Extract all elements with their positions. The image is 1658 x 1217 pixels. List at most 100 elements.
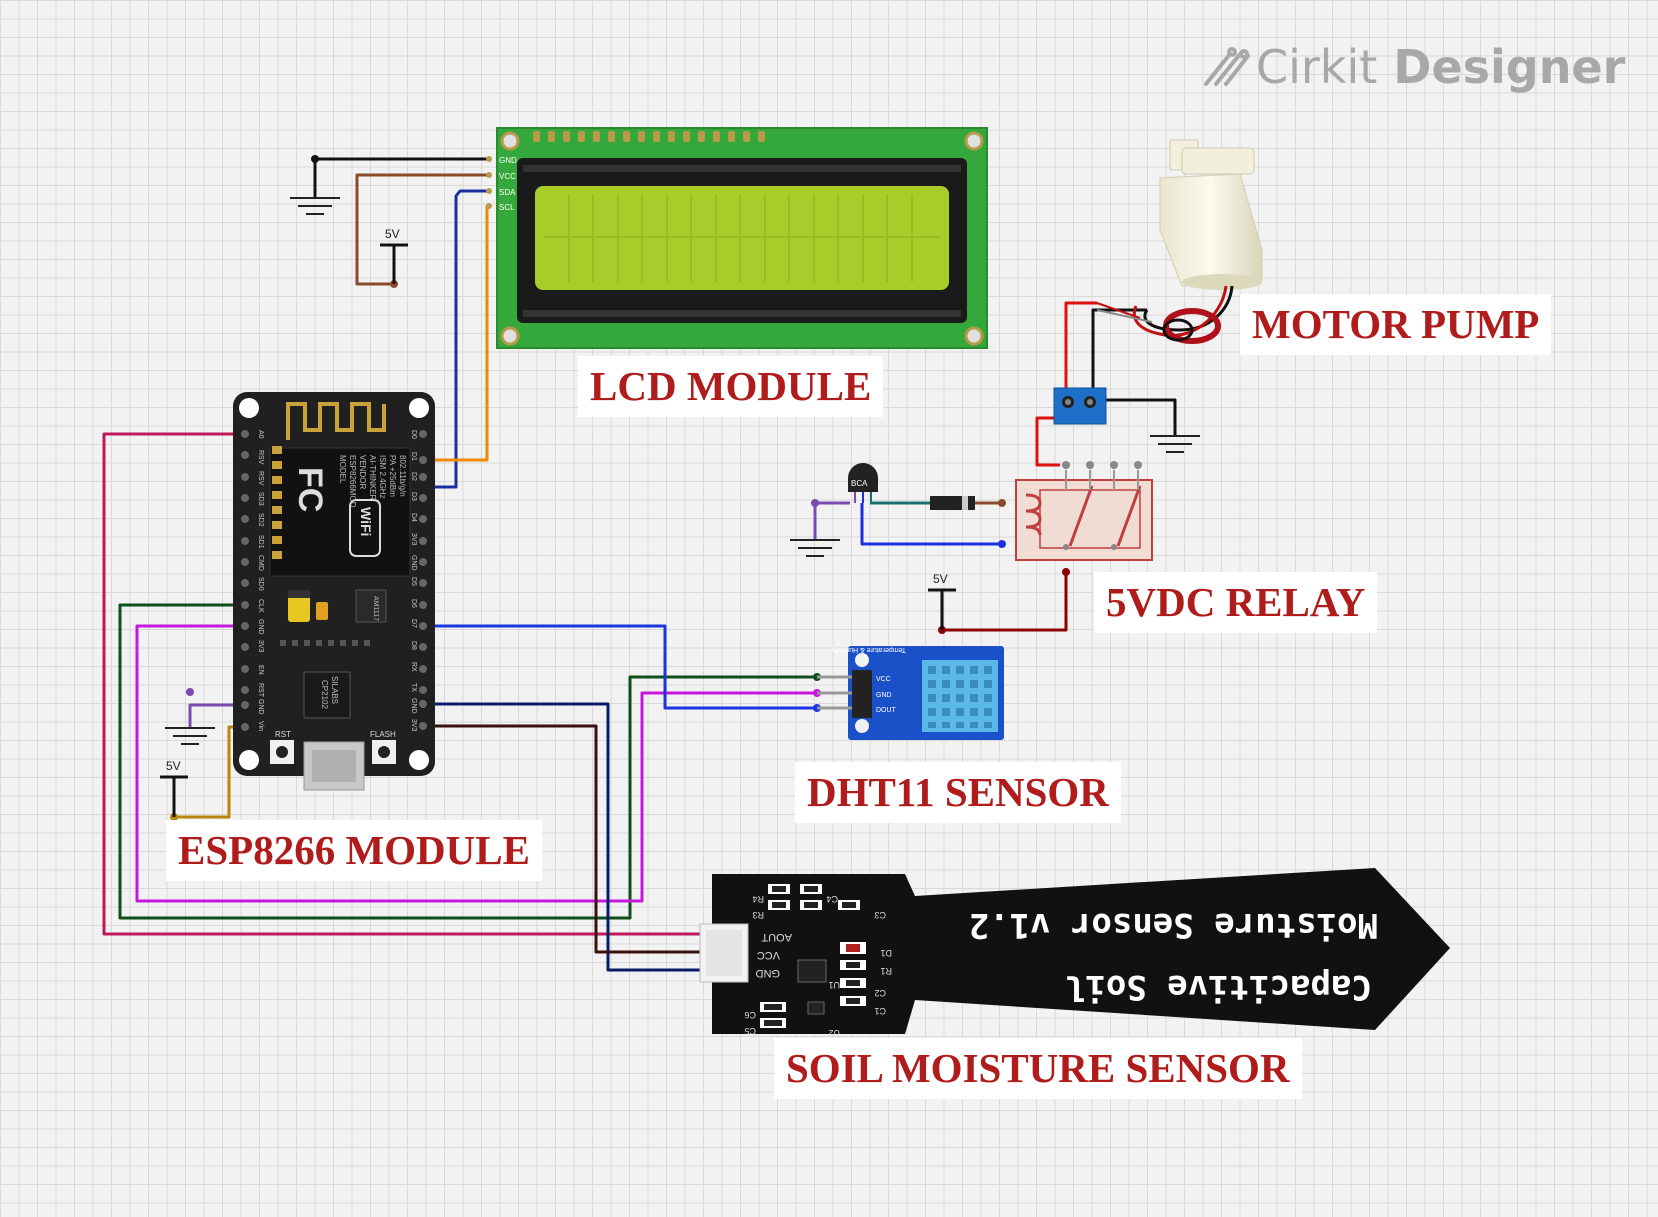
esp-module-pads (272, 446, 282, 559)
lcd-pin-gnd: GND (499, 156, 517, 165)
svg-text:GND: GND (756, 967, 781, 979)
wire-lcd-vcc[interactable] (355, 173, 489, 286)
lcd-i2c-pins: GND VCC SDA SCL (486, 156, 517, 212)
svg-text:C2: C2 (874, 988, 886, 998)
soil-part-labels: R4 C4 R3 C3 D1 R1 C2 C1 C6 C5 U1 U2 (744, 894, 892, 1038)
svg-text:D4: D4 (410, 513, 417, 522)
mount-hole (239, 398, 259, 418)
svg-text:D2: D2 (410, 472, 417, 481)
wire-transistor-gnd[interactable] (813, 501, 850, 540)
esp-chip-text: MODEL ESP8266MOD VENDOR AI-THINKER ISM 2… (338, 455, 407, 508)
svg-text:CLK: CLK (257, 599, 264, 613)
esp8266-board[interactable]: FC WiFi MODEL ESP8266MOD VENDOR AI-THINK… (233, 392, 435, 791)
svg-text:PA +25dBm: PA +25dBm (388, 455, 397, 497)
flash-button-label: FLASH (370, 730, 396, 739)
wire-soil-vcc[interactable] (423, 724, 748, 954)
mount-hole (855, 719, 869, 733)
transistor[interactable]: BCA (848, 463, 878, 503)
wire-soil-aout[interactable] (102, 432, 748, 936)
svg-text:RSV: RSV (257, 471, 264, 486)
svg-text:3V3: 3V3 (410, 533, 417, 546)
mount-hole (500, 326, 520, 346)
label-soil-moisture-sensor: SOIL MOISTURE SENSOR (774, 1038, 1302, 1100)
lcd-pin-sda: SDA (499, 188, 516, 197)
svg-text:VENDOR: VENDOR (358, 455, 367, 489)
soil-moisture-sensor[interactable]: AOUT VCC GND R4 C4 R3 C3 D1 R1 (699, 868, 1450, 1038)
rst-button-label: RST (275, 730, 291, 739)
svg-text:GND: GND (876, 692, 892, 699)
mount-hole (964, 326, 984, 346)
svg-text:GND: GND (410, 555, 417, 571)
svg-text:SD0: SD0 (257, 577, 264, 591)
wire-relay-com[interactable] (1035, 301, 1097, 467)
svg-text:R1: R1 (880, 966, 892, 976)
svg-text:R4: R4 (752, 894, 764, 904)
svg-text:U1: U1 (828, 980, 840, 990)
lcd-character-grid (544, 194, 940, 282)
svg-text:AI-THINKER: AI-THINKER (368, 455, 377, 501)
svg-text:D8: D8 (410, 641, 417, 650)
mount-hole (409, 398, 429, 418)
usb-chip-vendor: SILABS (330, 676, 339, 704)
svg-text:RX: RX (410, 662, 417, 672)
dht11-sensor[interactable]: VCC GND DOUT Temperature & Humidity (817, 646, 1004, 740)
label-dht11-sensor: DHT11 SENSOR (795, 762, 1121, 824)
svg-text:GND: GND (257, 699, 264, 715)
svg-text:D0: D0 (410, 430, 417, 439)
soil-board-title-line2: Moisture Sensor v1.2 (969, 905, 1378, 945)
ground-symbol-pump (1150, 435, 1200, 453)
svg-text:802.11b/g/n: 802.11b/g/n (398, 455, 407, 497)
esp-logo: FC (291, 467, 329, 512)
mount-hole (409, 750, 429, 770)
usb-uart-chip (303, 671, 351, 719)
lcd-pin-vcc: VCC (499, 172, 516, 181)
svg-text:D1: D1 (880, 948, 892, 958)
svg-text:SD2: SD2 (257, 513, 264, 527)
wire-pump-black[interactable] (1091, 308, 1147, 400)
svg-text:D1: D1 (410, 452, 417, 461)
dht-pin-labels: VCC GND DOUT (876, 676, 897, 714)
brand-name-bold: Designer (1393, 40, 1626, 94)
wire-dht-gnd[interactable] (135, 624, 817, 903)
label-motor-pump: MOTOR PUMP (1240, 294, 1552, 356)
power-5v-label: 5V (166, 759, 181, 773)
label-esp8266-module: ESP8266 MODULE (166, 820, 542, 882)
svg-text:CMD: CMD (257, 555, 264, 571)
wire-relay-5v[interactable] (942, 572, 1068, 632)
svg-text:MODEL: MODEL (338, 455, 347, 484)
mount-hole (855, 653, 869, 667)
wire-pump-gnd[interactable] (1093, 398, 1177, 436)
dht-title: Temperature & Humidity (830, 646, 906, 653)
label-lcd-module: LCD MODULE (578, 356, 884, 418)
wire-esp-gnd[interactable] (188, 703, 245, 728)
terminal-block[interactable] (1053, 387, 1107, 425)
mount-hole (239, 750, 259, 770)
flash-button[interactable]: FLASH (370, 730, 396, 764)
ground-symbol-transistor (790, 539, 840, 557)
mount-hole (964, 131, 984, 151)
transistor-label: BCA (851, 479, 868, 488)
voltage-regulator (355, 589, 387, 623)
cirkit-designer-logo: Cirkit Designer (1200, 40, 1625, 94)
lcd-module[interactable]: GND VCC SDA SCL (486, 127, 988, 349)
lcd-header-pins (533, 131, 765, 142)
wire-transistor-emitter[interactable] (860, 503, 1002, 546)
dht-grille-holes (928, 666, 992, 728)
relay-module[interactable] (1015, 461, 1153, 561)
cirkit-logo-icon (1204, 47, 1250, 86)
rst-button[interactable]: RST (270, 730, 294, 764)
wire-dht-vcc[interactable] (118, 603, 817, 920)
power-5v-lcd: 5V (380, 227, 408, 284)
svg-text:C5: C5 (744, 1026, 756, 1036)
svg-text:U2: U2 (828, 1028, 840, 1038)
wire-soil-gnd[interactable] (423, 702, 748, 972)
svg-text:EN: EN (257, 665, 264, 675)
brand-name-light: Cirkit (1256, 40, 1378, 94)
svg-text:TX: TX (410, 683, 417, 692)
diode[interactable] (930, 496, 975, 510)
wire-dht-dout[interactable] (423, 624, 817, 710)
motor-pump[interactable] (1096, 139, 1263, 344)
wire-lcd-sda[interactable] (423, 189, 489, 489)
svg-text:SD1: SD1 (257, 535, 264, 549)
svg-text:C3: C3 (874, 910, 886, 920)
